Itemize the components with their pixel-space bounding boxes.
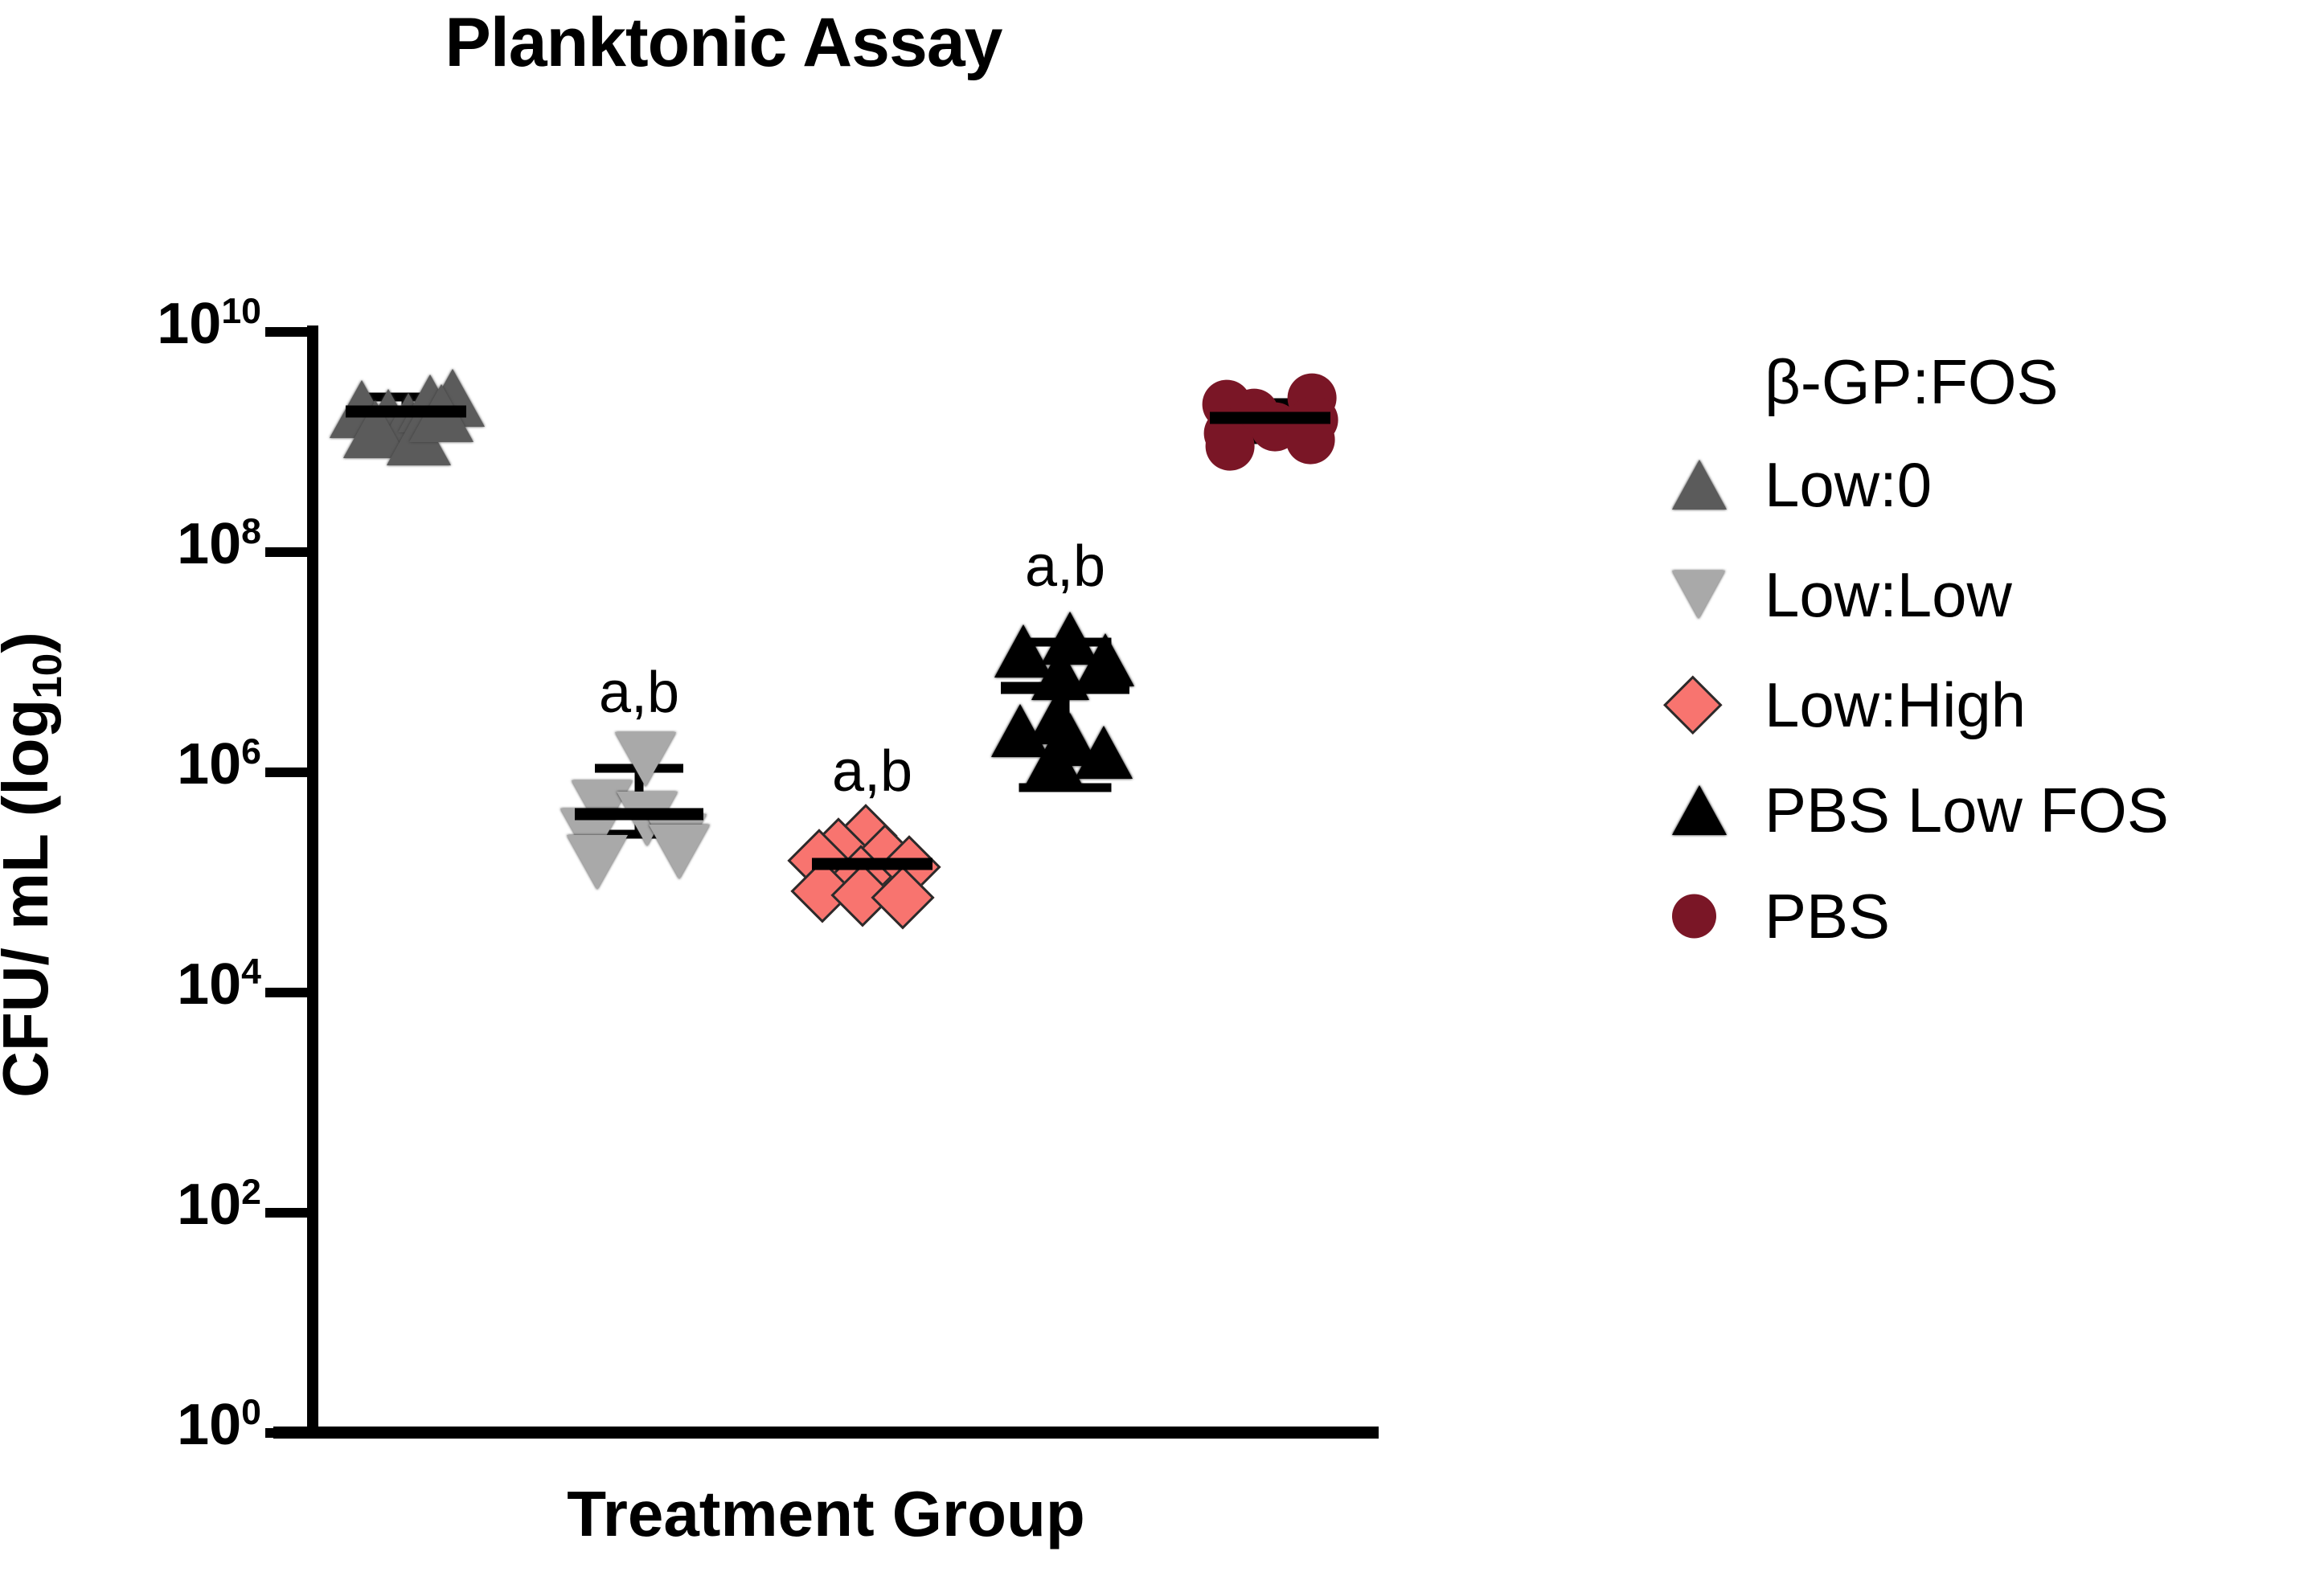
legend-item-low-high[interactable]: Low:High: [1640, 665, 2324, 745]
y-axis-tick-label: 104: [177, 952, 261, 1017]
x-axis-spine: [273, 1427, 1379, 1439]
significance-annotation: a,b: [598, 660, 680, 725]
legend-item-label: PBS: [1765, 881, 1891, 952]
y-axis-tick: [265, 547, 312, 557]
mean-line: [575, 808, 703, 821]
error-bar-cap-lower: [1019, 783, 1112, 792]
legend-item-label: PBS Low FOS: [1765, 775, 2169, 845]
legend-item-pbs-low-fos[interactable]: PBS Low FOS: [1640, 770, 2324, 850]
data-point: [1205, 422, 1255, 471]
legend-item-label: Low:0: [1765, 449, 1933, 520]
mean-line: [1210, 411, 1330, 424]
x-axis-title: Treatment Group: [567, 1478, 1085, 1549]
legend-marker-triangle-up-icon: [1672, 785, 1727, 835]
legend-item-pbs[interactable]: PBS: [1640, 876, 2324, 956]
legend-item-low-0[interactable]: Low:0: [1640, 444, 2324, 525]
legend-marker-circle-icon: [1672, 894, 1717, 939]
legend-marker-triangle-down-icon: [1672, 571, 1725, 619]
data-point: [1025, 732, 1083, 786]
y-axis-tick: [265, 327, 312, 337]
y-axis-tick: [265, 1208, 312, 1218]
legend-item-label: Low:Low: [1765, 559, 2012, 630]
data-point: [567, 835, 628, 890]
significance-annotation: a,b: [831, 739, 913, 804]
mean-line: [812, 858, 932, 870]
y-axis-tick-label: 1010: [157, 292, 261, 356]
y-axis-tick: [265, 988, 312, 997]
legend-item-low-low[interactable]: Low:Low: [1640, 555, 2324, 635]
chart-title: Planktonic Assay: [445, 4, 1003, 81]
significance-annotation: a,b: [1024, 534, 1106, 600]
mean-line: [1001, 682, 1129, 694]
y-axis-tick-label: 100: [177, 1393, 261, 1457]
y-axis-tick: [265, 1428, 312, 1438]
data-point: [649, 824, 710, 879]
y-axis-tick-label: 108: [177, 512, 261, 576]
y-axis-tick-label: 102: [177, 1173, 261, 1237]
data-point: [1075, 726, 1133, 780]
y-axis-tick-label: 106: [177, 732, 261, 796]
data-point: [615, 731, 676, 787]
mean-line: [346, 405, 466, 418]
legend-title: β-GP:FOS: [1765, 346, 2059, 417]
y-axis-tick: [265, 768, 312, 777]
legend-item-label: Low:High: [1765, 669, 2027, 740]
y-axis-spine: [307, 325, 318, 1439]
legend-marker-triangle-up-icon: [1672, 460, 1727, 510]
